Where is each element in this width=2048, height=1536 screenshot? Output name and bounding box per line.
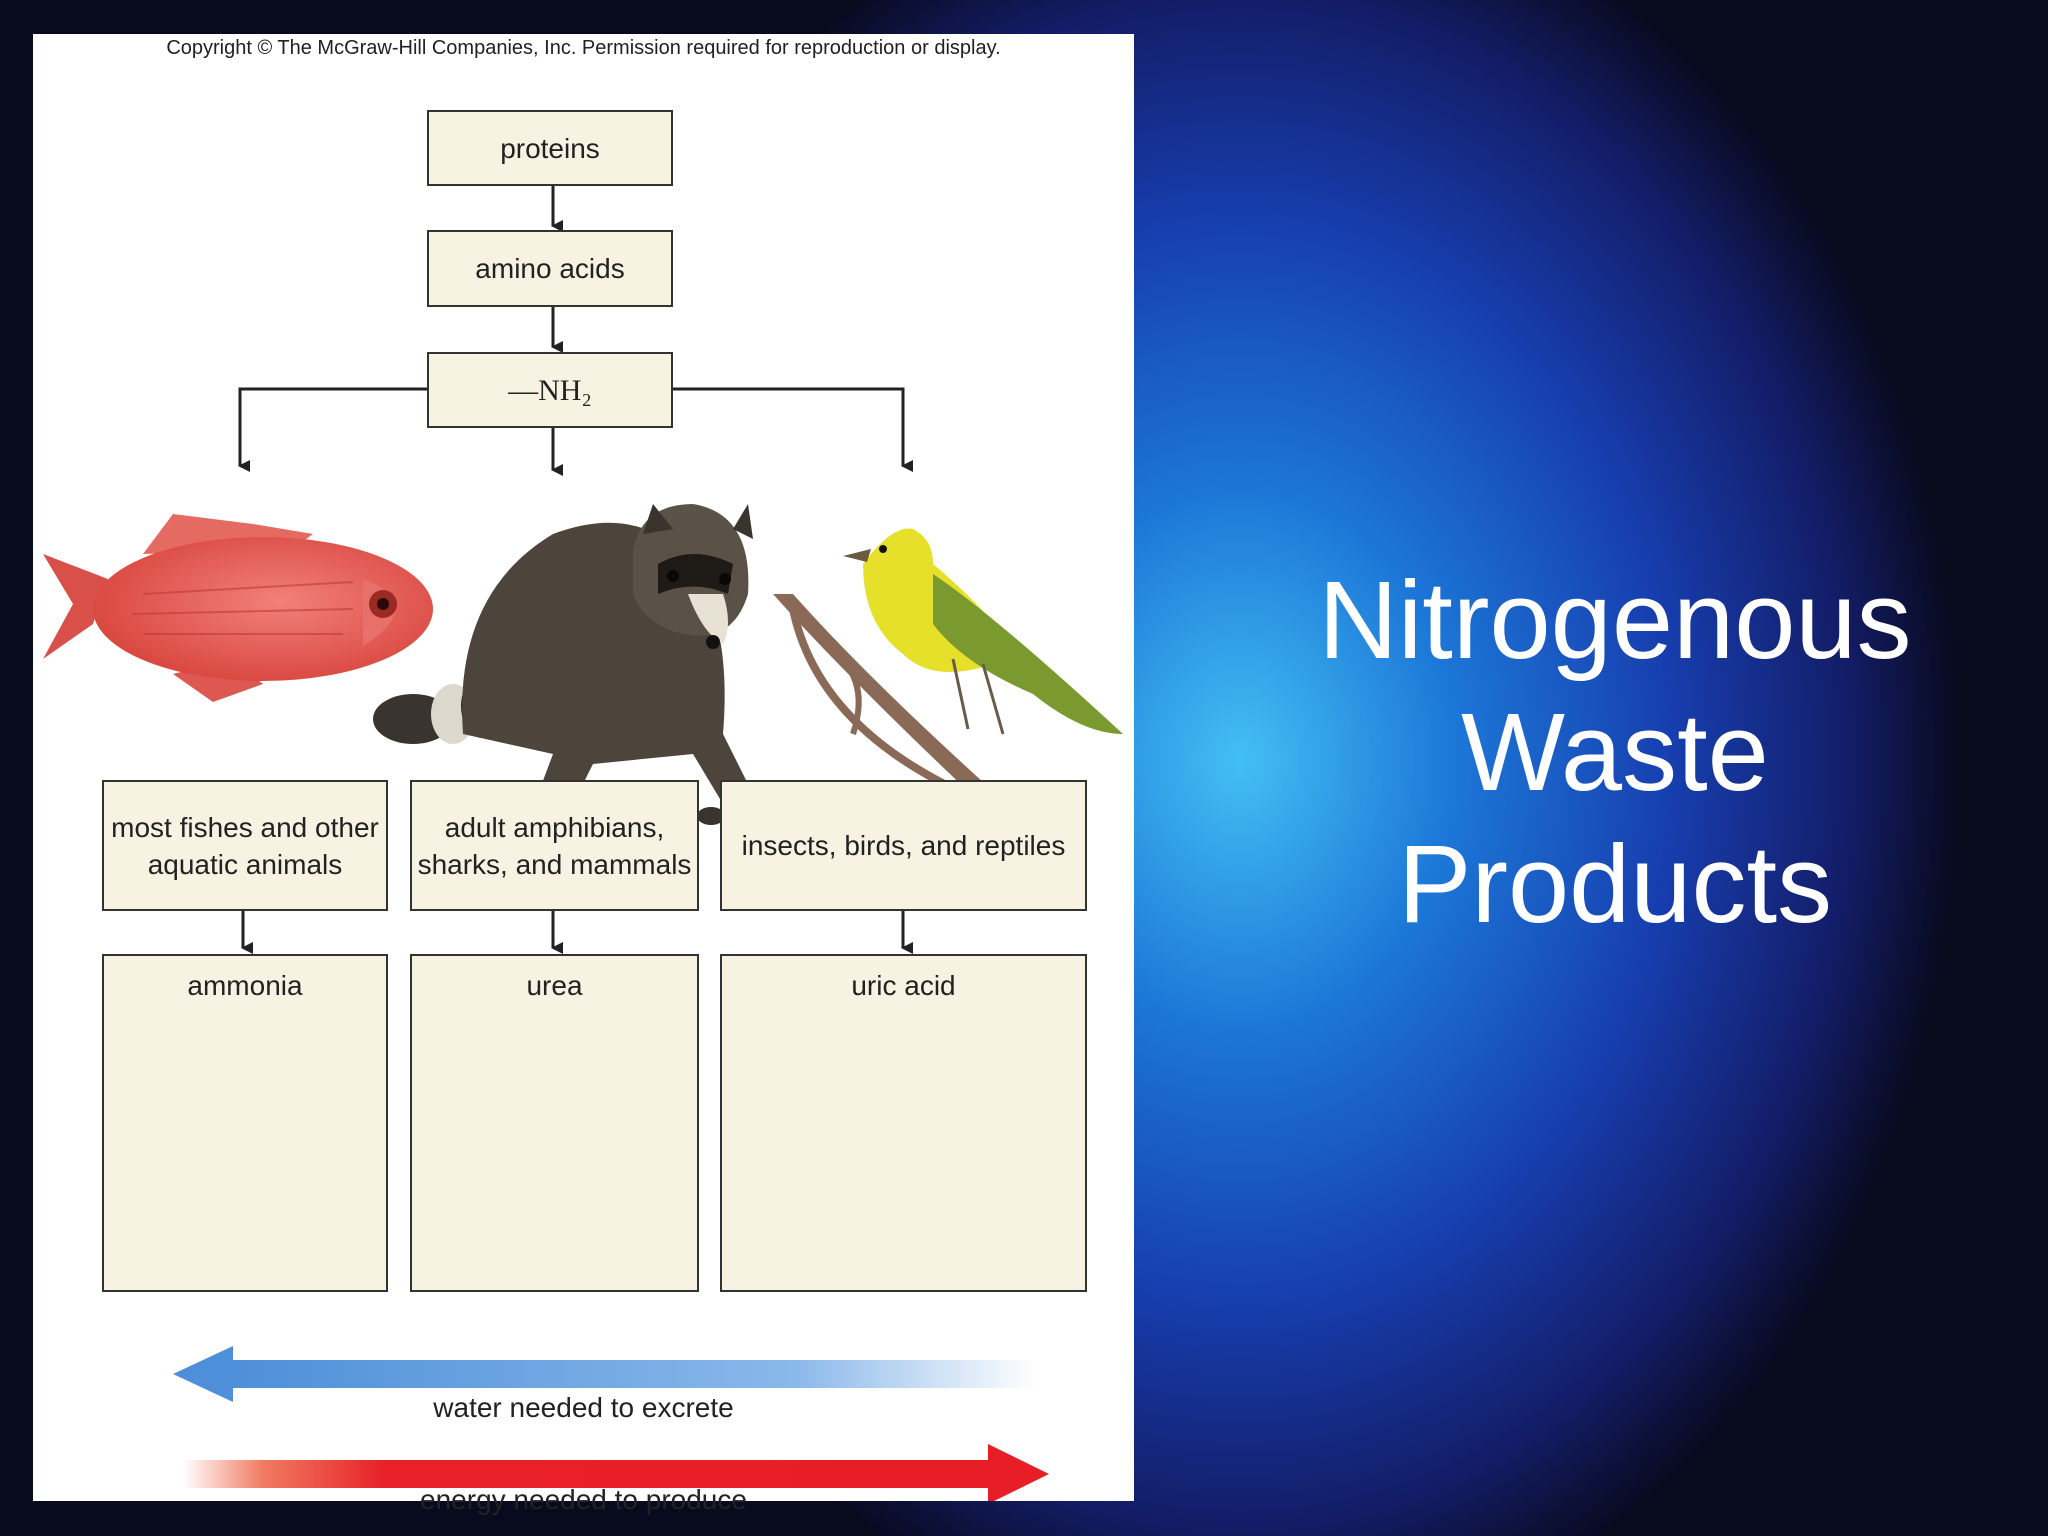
figure-panel: Copyright © The McGraw-Hill Companies, I…: [33, 34, 1134, 1515]
ammonia-box: ammonia: [102, 954, 388, 1292]
amino-acids-box: amino acids: [427, 230, 673, 307]
raccoon-illustration: [373, 504, 789, 825]
arrow-amine-to-bird: [673, 387, 913, 472]
title-line-1: Nitrogenous: [1318, 559, 1912, 682]
amine-group-box: —NH₂: [427, 352, 673, 428]
energy-arrow-label: energy needed to produce: [420, 1484, 747, 1515]
title-line-3: Products: [1397, 823, 1833, 946]
bird-illustration: [773, 528, 1123, 828]
slide-title: Nitrogenous Waste Products: [1220, 555, 2010, 951]
water-arrow-label: water needed to excrete: [433, 1392, 734, 1423]
animal-group-mammals: adult amphibians, sharks, and mammals: [410, 780, 699, 911]
uric-acid-box: uric acid: [720, 954, 1087, 1292]
title-line-2: Waste: [1461, 691, 1769, 814]
arrow-amine-to-fish: [238, 387, 428, 472]
urea-box: urea: [410, 954, 699, 1292]
proteins-box: proteins: [427, 110, 673, 186]
animal-group-birds: insects, birds, and reptiles: [720, 780, 1087, 911]
fish-illustration: [43, 514, 433, 702]
ammonia-label: ammonia: [187, 970, 303, 1001]
animal-group-fishes: most fishes and other aquatic animals: [102, 780, 388, 911]
urea-label: urea: [526, 970, 583, 1001]
uric-acid-label: uric acid: [851, 970, 956, 1001]
copyright-notice: Copyright © The McGraw-Hill Companies, I…: [166, 37, 1001, 59]
energy-gradient-arrow: [183, 1444, 1049, 1501]
water-gradient-arrow: [173, 1346, 1038, 1402]
flow-arrows: [238, 184, 913, 954]
